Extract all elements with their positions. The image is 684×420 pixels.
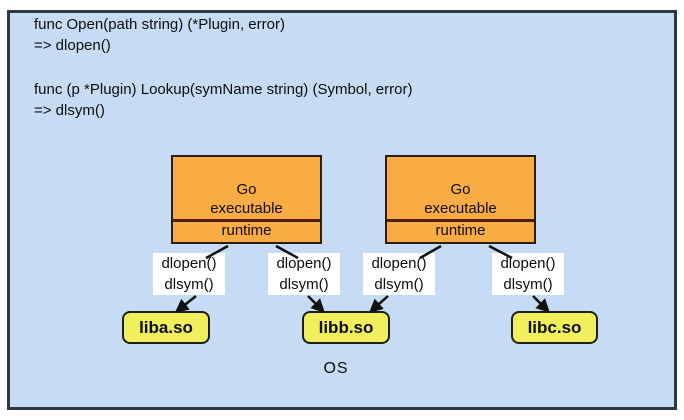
code-line: func Open(path string) (*Plugin, error) [34,16,285,33]
runtime-strip: runtime [173,219,320,242]
dlsym-text: dlsym() [279,276,329,293]
open-signature-block: func Open(path string) (*Plugin, error) … [34,14,285,56]
go-executable-box-2: Go executable runtime [385,155,536,244]
library-box-liba: liba.so [122,311,210,344]
call-label-1: dlopen() dlsym() [153,253,225,295]
go-executable-title-line1: Go [236,181,257,198]
go-executable-title: Go executable [173,157,320,219]
code-line: => dlopen() [34,37,111,54]
go-executable-title-line1: Go [450,181,471,198]
go-executable-box-1: Go executable runtime [171,155,322,244]
dlopen-text: dlopen() [276,255,332,272]
library-box-libc: libc.so [511,311,598,344]
library-name: liba.so [139,317,193,337]
call-label-2: dlopen() dlsym() [268,253,340,295]
dlopen-text: dlopen() [371,255,427,272]
code-line: func (p *Plugin) Lookup(symName string) … [34,81,413,98]
call-label-4: dlopen() dlsym() [492,253,564,295]
library-name: libc.so [527,317,582,337]
dlsym-text: dlsym() [374,276,424,293]
dlsym-text: dlsym() [503,276,553,293]
lookup-signature-block: func (p *Plugin) Lookup(symName string) … [34,79,412,121]
library-box-libb: libb.so [302,311,390,344]
os-label: OS [323,360,349,377]
library-name: libb.so [318,317,374,337]
go-executable-title-line2: executable [424,200,497,217]
go-executable-title-line2: executable [210,200,283,217]
runtime-strip: runtime [387,219,534,242]
dlopen-text: dlopen() [500,255,556,272]
go-executable-title: Go executable [387,157,534,219]
dlopen-text: dlopen() [161,255,217,272]
code-line: => dlsym() [34,102,105,119]
dlsym-text: dlsym() [164,276,214,293]
diagram-frame [7,10,677,410]
call-label-3: dlopen() dlsym() [363,253,435,295]
